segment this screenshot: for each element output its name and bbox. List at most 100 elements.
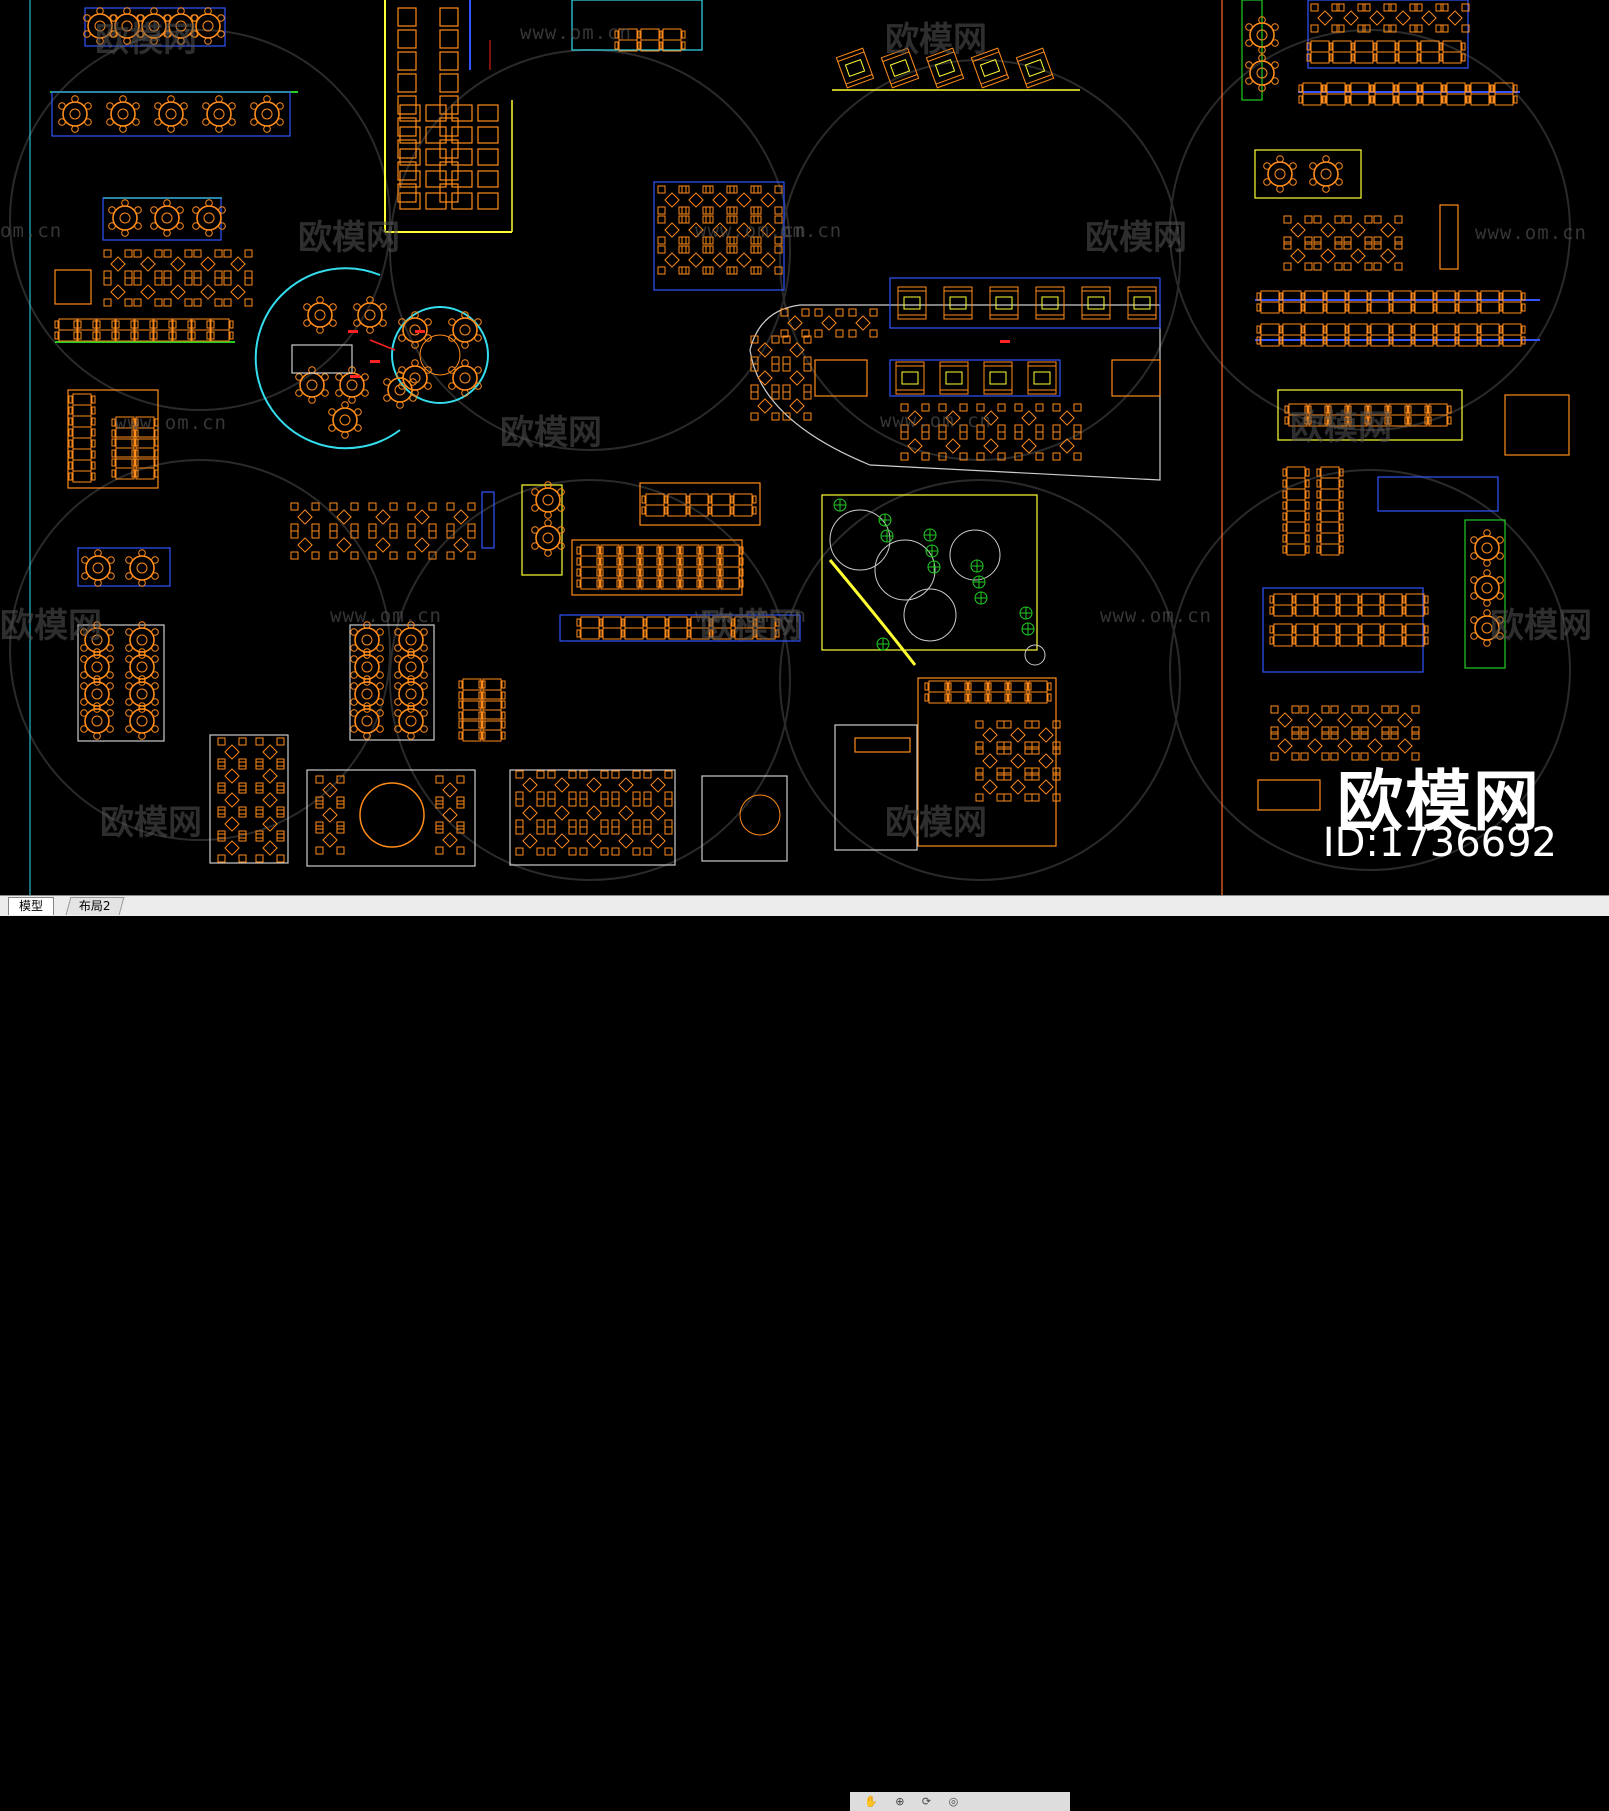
watermark-arc — [1169, 469, 1571, 871]
tree — [1024, 644, 1046, 666]
url-watermark: www.om.cn — [695, 220, 807, 242]
booth — [1442, 82, 1470, 106]
booth — [458, 718, 486, 742]
round-table-row — [51, 91, 291, 137]
navigation-toolbar[interactable]: ✋ ⊕ ⟳ ◎ — [850, 1792, 1070, 1811]
round-table — [57, 94, 93, 134]
round-table — [447, 310, 483, 350]
square-table — [1270, 731, 1300, 761]
round-table — [79, 674, 115, 714]
pan-icon[interactable]: ✋ — [864, 1795, 878, 1808]
square-table — [1270, 705, 1300, 735]
bar-counter — [1277, 389, 1463, 441]
url-watermark: www.om.cn — [1475, 222, 1587, 244]
sofa — [1257, 779, 1321, 811]
plant — [878, 513, 892, 527]
red-annotation — [1000, 340, 1010, 343]
cross-table-room — [509, 769, 676, 866]
square-table — [515, 770, 545, 800]
courtyard — [821, 494, 1038, 651]
square-table — [133, 277, 163, 307]
booth-row-mid — [889, 359, 1061, 397]
table-cell — [451, 148, 473, 166]
round-table — [349, 674, 385, 714]
round-table — [393, 647, 429, 687]
steering-wheel-icon[interactable]: ◎ — [948, 1795, 959, 1808]
round-table — [382, 370, 418, 410]
booth — [68, 393, 96, 417]
booth — [68, 415, 96, 439]
chair-seat — [397, 51, 417, 71]
table-cell — [451, 104, 473, 122]
layout-tab-bar: 模型 布局2 ✋ ⊕ ⟳ ◎ — [0, 895, 1609, 1811]
booth — [1282, 510, 1310, 534]
booth — [68, 459, 96, 483]
square-table — [163, 277, 193, 307]
logo-watermark: 欧模网 — [298, 218, 400, 258]
restaurant-layout-drawing — [9, 0, 1571, 895]
plant — [1021, 622, 1035, 636]
planter — [1464, 519, 1506, 669]
booth — [943, 286, 973, 320]
square-table — [223, 277, 253, 307]
model-id-watermark: ID:1736692 — [1322, 820, 1557, 866]
square-table — [1003, 772, 1033, 802]
booth — [656, 566, 684, 590]
booth — [924, 680, 952, 704]
logo-watermark: 欧模网 — [95, 20, 197, 60]
watermark-arc — [389, 479, 791, 881]
booth — [696, 544, 724, 568]
watermark-arc — [779, 59, 1181, 461]
booth-block — [639, 482, 761, 526]
square-table — [1003, 720, 1033, 750]
url-watermark: www.om.cn — [115, 412, 227, 434]
url-watermark-fragment: om.cn — [0, 220, 63, 242]
booth — [1466, 82, 1494, 106]
chair-seat — [439, 51, 459, 71]
round-table — [349, 701, 385, 741]
round-table — [79, 701, 115, 741]
booth-small — [54, 269, 92, 305]
round-table — [393, 674, 429, 714]
booth — [939, 361, 969, 395]
round-table — [124, 701, 160, 741]
booth — [989, 286, 1019, 320]
booth — [1298, 82, 1326, 106]
tab-layout2[interactable]: 布局2 — [65, 897, 125, 915]
round-table — [249, 94, 285, 134]
booth — [1282, 488, 1310, 512]
booth — [716, 544, 744, 568]
url-watermark: www.om.cn — [1100, 605, 1212, 627]
square-table — [750, 391, 780, 421]
lobby — [834, 724, 918, 851]
tab-model[interactable]: 模型 — [8, 897, 55, 915]
corner-booth — [1504, 394, 1570, 456]
round-table — [80, 548, 116, 588]
booth — [964, 680, 992, 704]
booth — [676, 544, 704, 568]
pillar — [481, 491, 495, 549]
round-feature — [949, 529, 1001, 581]
orbit-icon[interactable]: ⟳ — [921, 1795, 932, 1808]
round-table — [302, 295, 338, 335]
square-table — [579, 826, 609, 856]
chair-seat — [439, 29, 459, 49]
booth — [478, 718, 506, 742]
booth — [658, 28, 686, 52]
square-table — [643, 770, 673, 800]
booth — [1316, 488, 1344, 512]
square-table — [611, 770, 641, 800]
zoom-icon[interactable]: ⊕ — [895, 1795, 905, 1808]
round-dining-room — [391, 306, 489, 404]
umbrella — [739, 794, 781, 836]
square-table — [975, 720, 1005, 750]
center-table — [419, 334, 461, 376]
square-table — [315, 775, 345, 805]
square-grid — [209, 734, 289, 864]
url-watermark-fragment: om.cn — [780, 220, 843, 242]
booth — [576, 544, 604, 568]
red-annotation — [370, 360, 380, 363]
square-table — [1343, 241, 1373, 271]
table-cell — [425, 192, 447, 210]
